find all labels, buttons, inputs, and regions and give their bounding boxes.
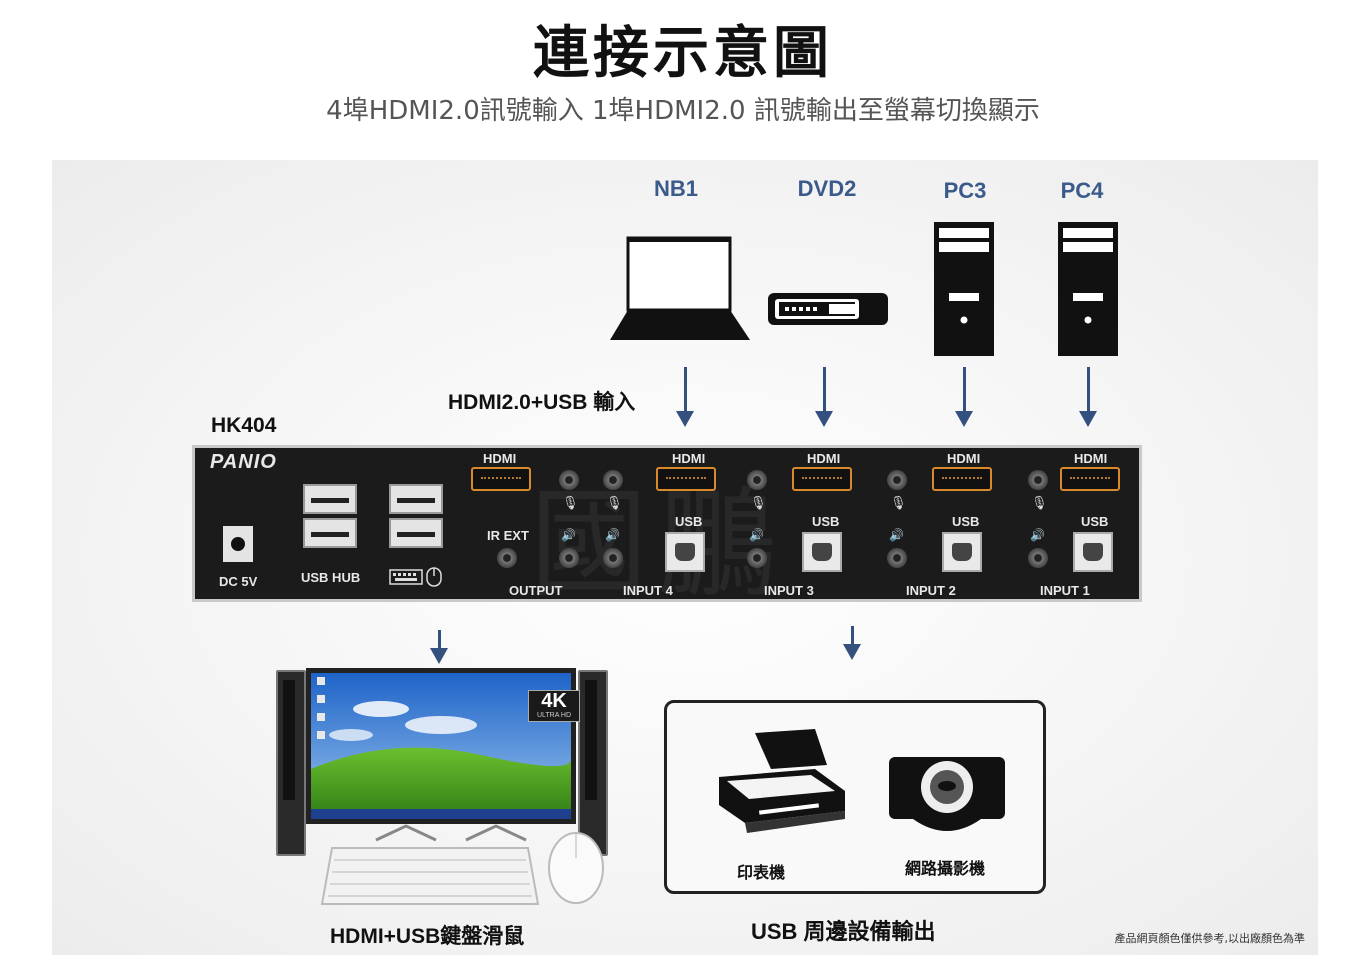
- hdmi-input-port: [792, 467, 852, 491]
- input-label: INPUT 1: [1040, 583, 1090, 598]
- printer-label: 印表機: [737, 865, 786, 882]
- usb-peripheral-box: 印表機 網路攝影機: [664, 700, 1046, 894]
- audio-jack: [1028, 470, 1048, 490]
- hdmi-label: HDMI: [672, 451, 706, 466]
- mic-icon: 🎙: [562, 496, 579, 511]
- hdmi-input-port: [932, 467, 992, 491]
- printer-icon: [719, 729, 845, 833]
- usb-output-caption: USB 周邊設備輸出: [751, 919, 936, 944]
- kvm-rear-panel: 國鵬 PANIO DC 5V USB HUB HDMI IR EXT OUTPU…: [192, 445, 1142, 613]
- source-label-dvd2: DVD2: [797, 176, 857, 201]
- dc-jack: [223, 526, 253, 562]
- source-label-pc4: PC4: [1060, 178, 1104, 203]
- disclaimer-note: 產品網頁顏色僅供參考,以出廠顏色為準: [1114, 932, 1306, 945]
- usb-a-port: [389, 518, 443, 548]
- arrow-down-icon: [815, 367, 833, 427]
- usb-label: USB: [675, 514, 703, 529]
- 4k-text: 4K: [541, 690, 567, 712]
- source-label-nb1: NB1: [653, 176, 698, 201]
- arrow-down-icon: [843, 626, 861, 660]
- laptop-icon: [610, 236, 750, 340]
- wallpaper-image: [311, 673, 571, 819]
- hdmi-input-port: [656, 467, 716, 491]
- keyboard-mouse-icon: [389, 567, 442, 587]
- webcam-icon: [889, 757, 1005, 831]
- speaker-icon: 🔊: [1030, 528, 1045, 542]
- monitor-setup: 4K ULTRA HD: [276, 668, 608, 918]
- speaker-right: [578, 670, 608, 856]
- audio-jack: [1028, 548, 1048, 568]
- desktop-tower-icon: [1058, 222, 1118, 356]
- desktop-tower-icon: [934, 222, 994, 356]
- mouse-icon: [548, 832, 604, 904]
- usb-b-port: [802, 532, 842, 572]
- page-title: 連接示意圖: [533, 21, 833, 86]
- speaker-icon: 🔊: [561, 528, 576, 542]
- source-label-pc3: PC3: [943, 178, 987, 203]
- output-label: OUTPUT: [509, 583, 563, 598]
- dvd-player-icon: [768, 293, 888, 325]
- keyboard-icon: [320, 847, 540, 905]
- speaker-icon: 🔊: [749, 528, 764, 542]
- audio-jack: [747, 548, 767, 568]
- input-caption: HDMI2.0+USB 輸入: [448, 391, 636, 414]
- hdmi-label: HDMI: [807, 451, 841, 466]
- ultra-hd-text: ULTRA HD: [536, 712, 572, 719]
- model-label: HK404: [211, 414, 277, 437]
- audio-jack: [603, 548, 623, 568]
- usb-a-port: [389, 484, 443, 514]
- ir-ext-label: IR EXT: [487, 528, 529, 543]
- audio-jack: [887, 470, 907, 490]
- usb-b-port: [942, 532, 982, 572]
- arrow-down-icon: [676, 367, 694, 427]
- webcam-label: 網路攝影機: [905, 861, 986, 878]
- mic-icon: 🎙: [890, 496, 907, 511]
- mic-icon: 🎙: [1031, 496, 1048, 511]
- audio-jack: [559, 548, 579, 568]
- usb-hub-label: USB HUB: [301, 570, 361, 585]
- audio-jack: [559, 470, 579, 490]
- input-label: INPUT 4: [623, 583, 673, 598]
- hdmi-output-port: [471, 467, 531, 491]
- arrow-down-icon: [955, 367, 973, 427]
- usb-a-port: [303, 518, 357, 548]
- ir-ext-jack: [497, 548, 517, 568]
- usb-label: USB: [952, 514, 980, 529]
- input-label: INPUT 3: [764, 583, 814, 598]
- input-label: INPUT 2: [906, 583, 956, 598]
- audio-jack: [603, 470, 623, 490]
- monitor-screen: 4K ULTRA HD: [306, 668, 580, 824]
- usb-a-port: [303, 484, 357, 514]
- mic-icon: 🎙: [606, 496, 623, 511]
- audio-jack: [747, 470, 767, 490]
- brand-logo: PANIO: [210, 451, 277, 473]
- arrow-down-icon: [1079, 367, 1097, 427]
- watermark: 國鵬: [530, 475, 787, 613]
- 4k-badge: 4K ULTRA HD: [528, 690, 580, 722]
- page-subtitle: 4埠HDMI2.0訊號輸入 1埠HDMI2.0 訊號輸出至螢幕切換顯示: [326, 96, 1040, 126]
- arrow-down-icon: [430, 630, 448, 664]
- hdmi-label: HDMI: [1074, 451, 1108, 466]
- speaker-icon: 🔊: [605, 528, 620, 542]
- usb-b-port: [665, 532, 705, 572]
- hdmi-input-port: [1060, 467, 1120, 491]
- dc-label: DC 5V: [219, 574, 258, 589]
- usb-label: USB: [812, 514, 840, 529]
- hdmi-label: HDMI: [947, 451, 981, 466]
- monitor-stand: [375, 824, 527, 842]
- monitor-caption: HDMI+USB鍵盤滑鼠: [330, 925, 525, 948]
- hdmi-label: HDMI: [483, 451, 517, 466]
- mic-icon: 🎙: [750, 496, 767, 511]
- usb-label: USB: [1081, 514, 1109, 529]
- usb-b-port: [1073, 532, 1113, 572]
- speaker-left: [276, 670, 306, 856]
- speaker-icon: 🔊: [889, 528, 904, 542]
- audio-jack: [887, 548, 907, 568]
